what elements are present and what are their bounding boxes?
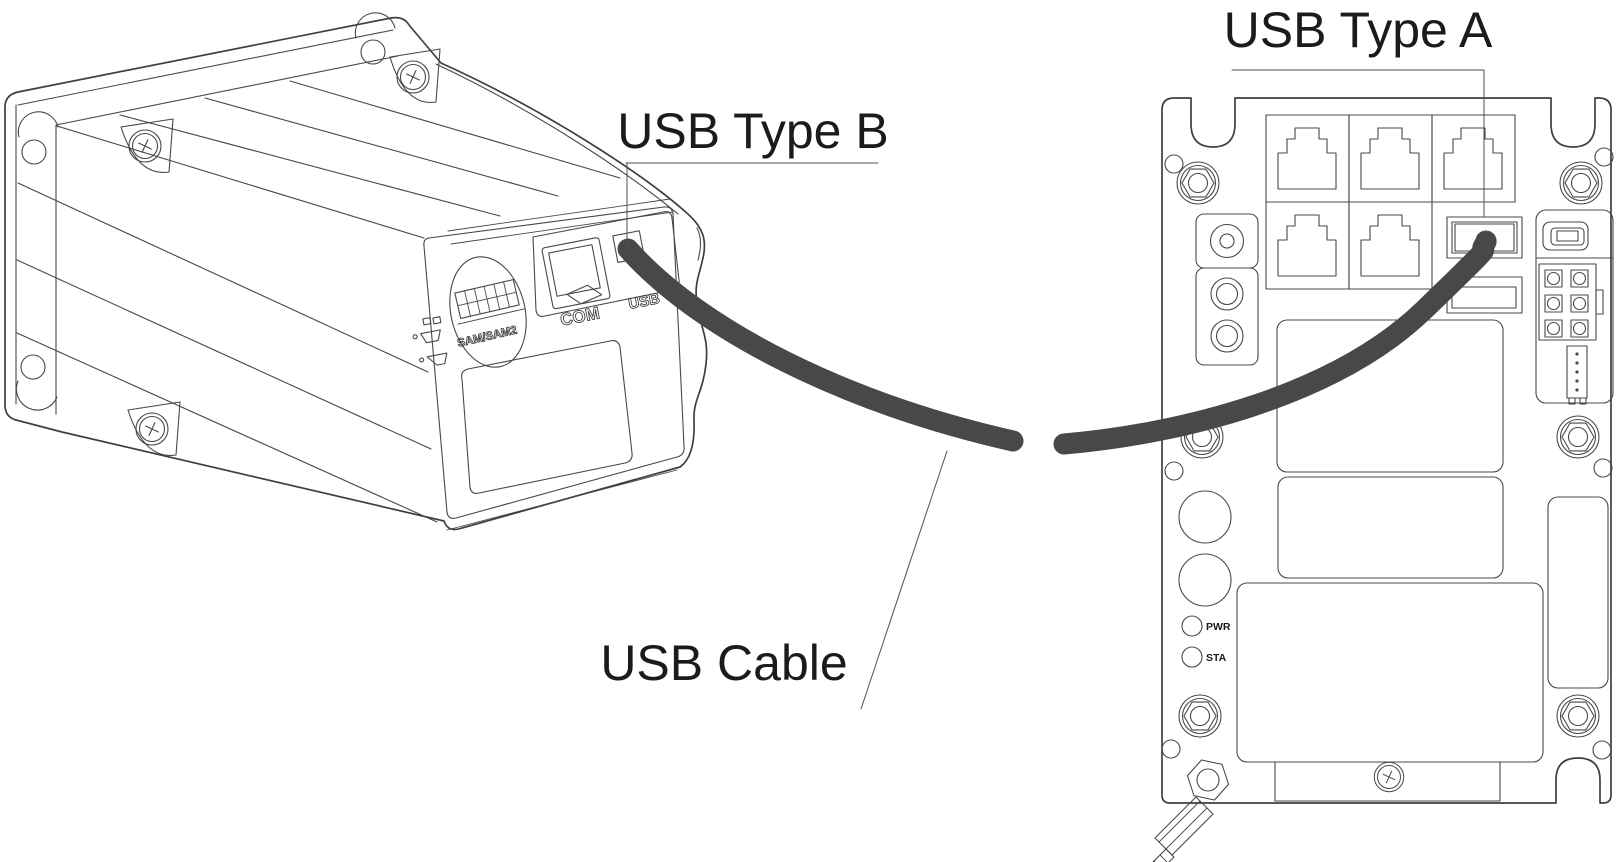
bezel-mount-hole-bottom bbox=[15, 354, 58, 411]
usb-b-port-label: USB bbox=[627, 290, 661, 313]
reader-module-silhouette bbox=[4, 16, 708, 531]
screw-icon bbox=[134, 411, 170, 447]
led-pwr-label: PWR bbox=[1206, 621, 1231, 633]
panel-screws bbox=[1161, 147, 1614, 760]
callout-usb-cable-leader bbox=[860, 450, 948, 710]
usb-cable-plug-end bbox=[1475, 230, 1497, 252]
screw-icon bbox=[1178, 694, 1222, 738]
screw-icon bbox=[395, 59, 431, 95]
screw-icon bbox=[127, 128, 163, 164]
rear-panel-outline bbox=[1161, 97, 1612, 804]
panel-indicator-glyphs bbox=[412, 316, 448, 366]
reader-module: SAM/SAM2 COM USB bbox=[4, 12, 708, 531]
bezel-mount-hole-top bbox=[17, 111, 59, 165]
callout-usb-type-a-leader bbox=[1231, 69, 1485, 217]
panel-side-box bbox=[1547, 496, 1609, 689]
usb-cable-segment-right-fill bbox=[1055, 233, 1495, 453]
rj45-port bbox=[1265, 114, 1350, 203]
vent-hole bbox=[1178, 490, 1232, 544]
body-groove-lines bbox=[16, 63, 702, 523]
bezel-mount-hole-top-right bbox=[354, 12, 396, 65]
power-connector-molex bbox=[1538, 263, 1604, 341]
pin-header bbox=[1566, 345, 1588, 405]
power-jack-column bbox=[1195, 213, 1259, 366]
grounding-lug bbox=[1152, 759, 1230, 862]
rj45-port bbox=[1431, 114, 1516, 203]
mini-usb-port bbox=[1542, 221, 1589, 251]
led-sta: STA bbox=[1181, 646, 1227, 668]
usb-cable-segment-left bbox=[617, 238, 1024, 452]
access-door bbox=[1236, 582, 1544, 802]
screw-icon bbox=[1373, 761, 1405, 793]
rj45-port bbox=[1348, 114, 1433, 203]
dc-power-jack bbox=[1195, 213, 1259, 269]
usb-cable bbox=[617, 230, 1497, 455]
screw-icon bbox=[1176, 161, 1220, 205]
corner-screws bbox=[120, 48, 441, 456]
screw-icon bbox=[1556, 694, 1600, 738]
screw-icon bbox=[1556, 415, 1600, 459]
rj45-port bbox=[1265, 201, 1350, 290]
rear-connector-panel: SAM/SAM2 COM USB bbox=[412, 198, 685, 531]
led-sta-label: STA bbox=[1206, 652, 1227, 664]
sam-slot-label: SAM/SAM2 bbox=[456, 324, 518, 349]
rj45-port bbox=[1348, 201, 1433, 290]
panel-label-box-lower bbox=[1277, 476, 1504, 579]
io-connector-column bbox=[1535, 209, 1614, 405]
sam-card-slot: SAM/SAM2 bbox=[449, 256, 527, 368]
screw-icon bbox=[1559, 161, 1603, 205]
callouts: USB Type B USB Type A USB Cable bbox=[600, 2, 1493, 710]
vent-hole bbox=[1178, 553, 1232, 607]
callout-usb-cable: USB Cable bbox=[600, 635, 847, 691]
mounting-bezel bbox=[15, 12, 399, 415]
callout-usb-type-b-leader bbox=[625, 162, 879, 253]
label-patch bbox=[461, 340, 633, 494]
host-rear-panel: PWR STA bbox=[1152, 97, 1614, 862]
usb-cable-segment-left-fill bbox=[619, 240, 1022, 450]
usb-cable-segment-right bbox=[1053, 231, 1497, 455]
led-pwr: PWR bbox=[1181, 615, 1231, 637]
callout-usb-type-a: USB Type A bbox=[1224, 2, 1493, 58]
com-port bbox=[541, 237, 611, 310]
callout-usb-type-b: USB Type B bbox=[617, 103, 888, 159]
